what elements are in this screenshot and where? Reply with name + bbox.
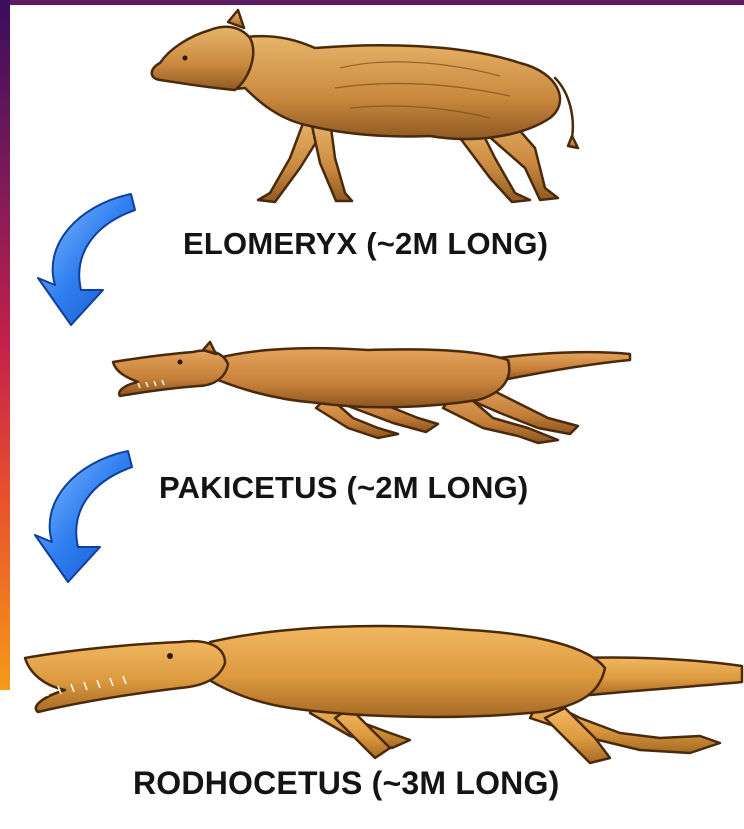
elomeryx-label: ELOMERYX (~2M LONG) [183, 226, 548, 262]
pakicetus-illustration [108, 328, 638, 453]
pakicetus-label: PAKICETUS (~2M LONG) [159, 470, 528, 506]
elomeryx-illustration [140, 8, 590, 213]
curved-arrow-down-icon [33, 190, 143, 330]
rodhocetus-illustration [20, 608, 744, 768]
top-accent-strip [0, 0, 744, 5]
left-gradient-accent-bar [0, 0, 10, 690]
curved-arrow-down-icon [30, 442, 140, 592]
rodhocetus-label: RODHOCETUS (~3M LONG) [133, 765, 559, 802]
